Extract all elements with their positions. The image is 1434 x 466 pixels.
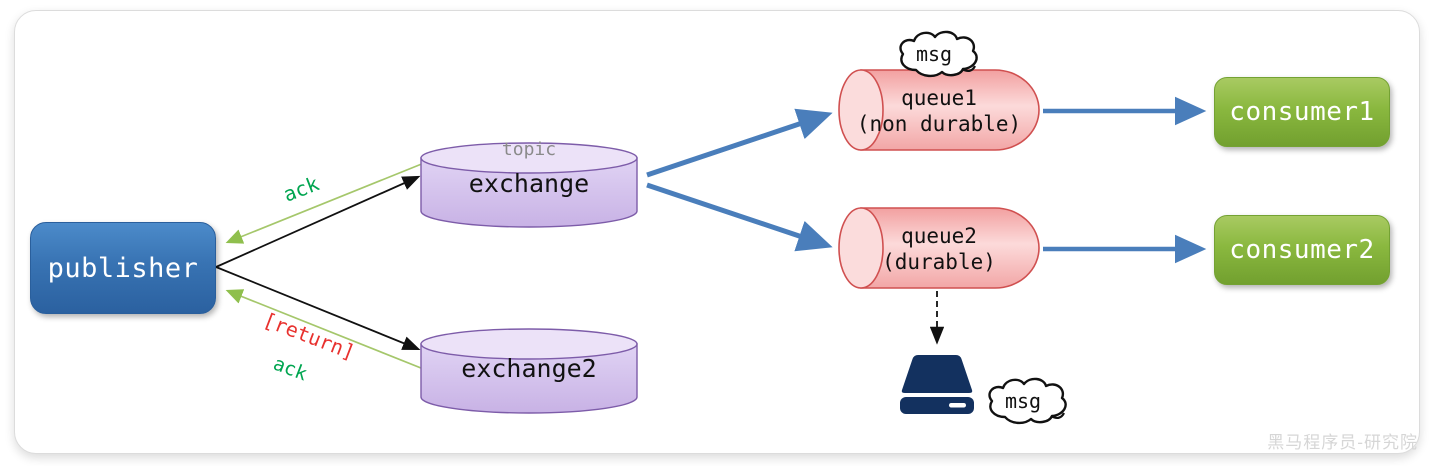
edge-publisher-to-exchange (215, 175, 421, 268)
msg-cloud-icon (899, 30, 978, 78)
edge-exchange-to-queue1 (646, 108, 833, 178)
exchange-type-label: topic (501, 139, 557, 160)
consumer1-label: consumer1 (1229, 97, 1375, 127)
consumer1-node: consumer1 (1214, 77, 1390, 147)
disk-icon (900, 355, 974, 414)
queue2-label: queue2 (901, 224, 977, 248)
queue1-sublabel: (non durable) (856, 112, 1022, 136)
edge-ack-exchange2-to-publisher (225, 289, 442, 377)
edge-ack-exchange-to-publisher (225, 158, 435, 244)
queue2-sublabel: (durable) (882, 250, 996, 274)
queue1-cylinder (838, 69, 1040, 151)
exchange2-label: exchange2 (461, 354, 597, 383)
exchange-label: exchange (468, 169, 590, 198)
queue1-msg-label: msg (915, 42, 953, 66)
exchange-cylinder (420, 142, 638, 228)
publisher-label: publisher (47, 252, 199, 284)
disk-msg-label: msg (1004, 389, 1042, 413)
consumer2-node: consumer2 (1214, 215, 1390, 285)
exchange2-cylinder (420, 328, 638, 414)
queue2-cylinder (838, 207, 1040, 289)
consumer2-label: consumer2 (1229, 235, 1375, 265)
diagram-frame (14, 10, 1420, 454)
queue1-label: queue1 (901, 86, 977, 110)
watermark: 黑马程序员-研究院 (1267, 433, 1418, 453)
edge-publisher-to-exchange2 (215, 266, 421, 351)
edge-exchange-to-queue2 (646, 182, 833, 252)
msg-cloud-icon (988, 377, 1067, 425)
publisher-node: publisher (30, 222, 216, 314)
